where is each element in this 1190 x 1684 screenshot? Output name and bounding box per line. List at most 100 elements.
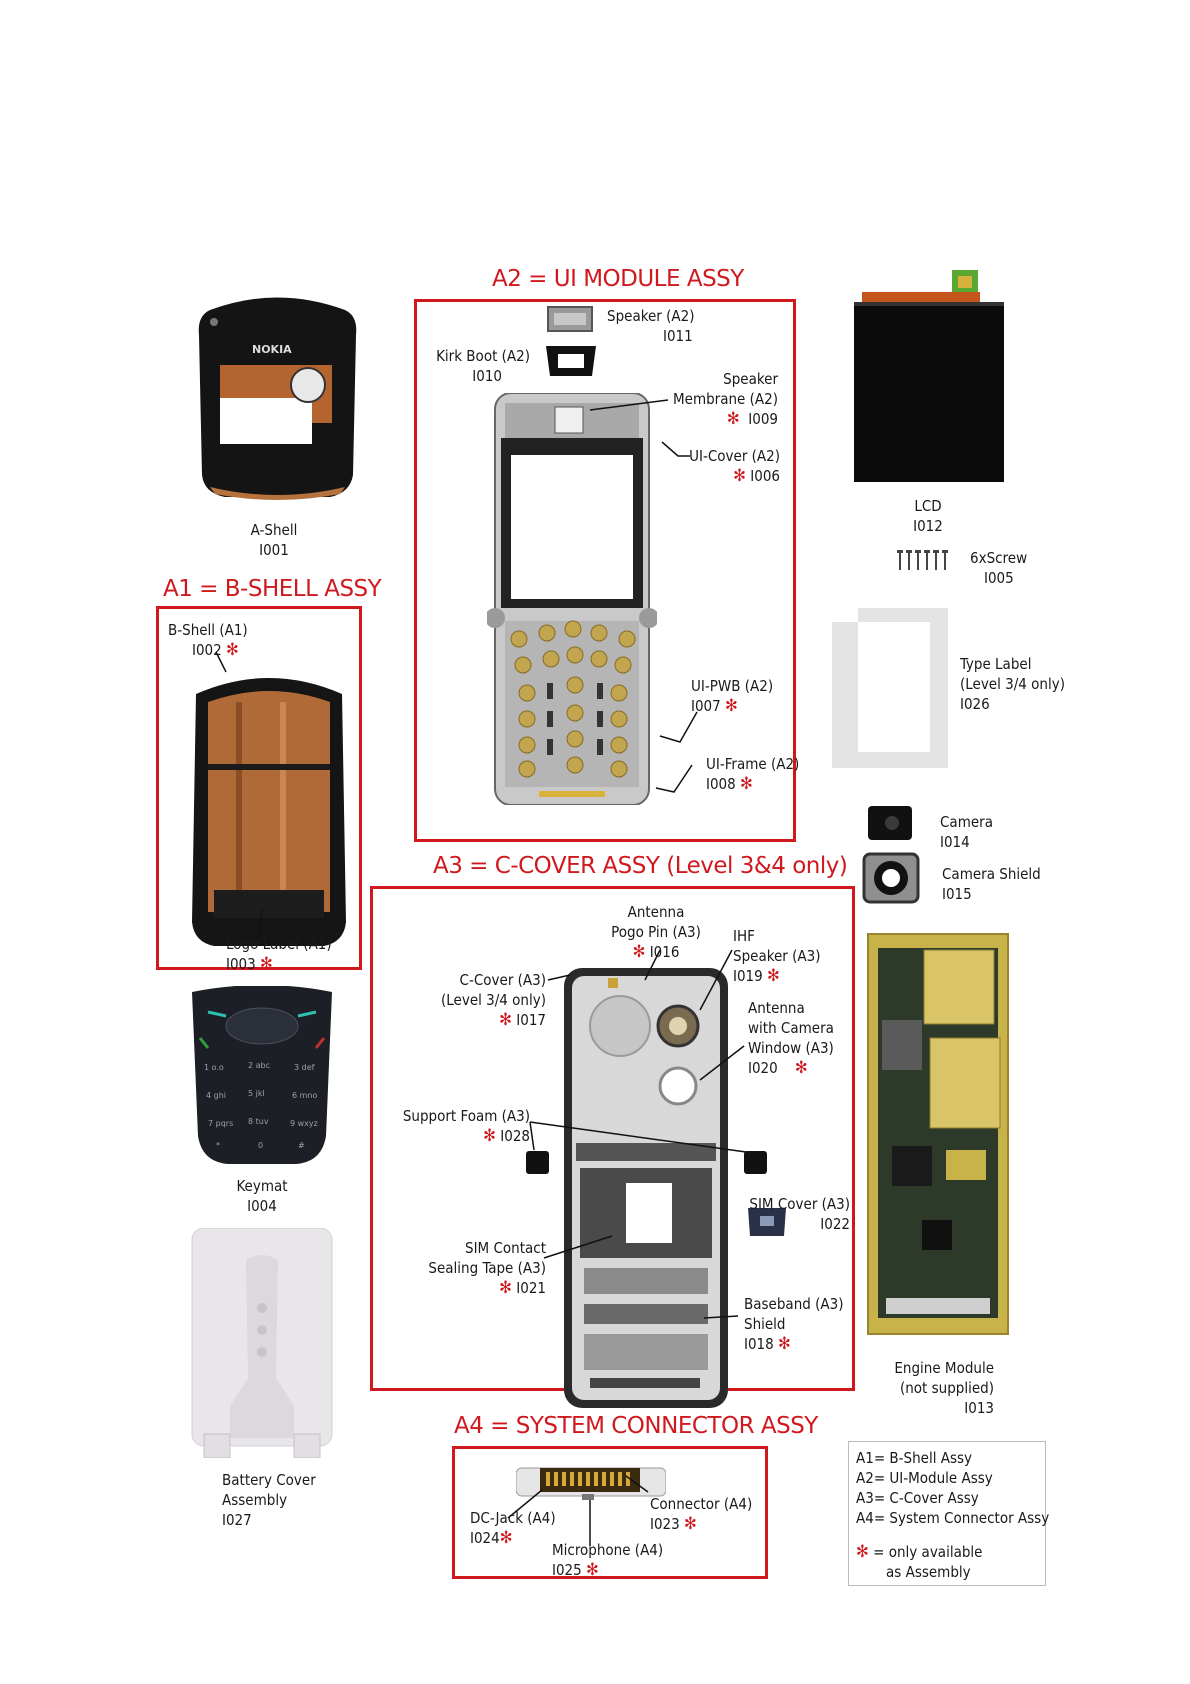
part-code: I015 — [942, 885, 972, 903]
label-engine: Engine Module (not supplied) I013 — [880, 1358, 994, 1418]
part-name-1: C-Cover (A3) — [459, 971, 546, 989]
label-ui-cover: UI-Cover (A2) ✻ I006 — [684, 446, 780, 486]
asterisk-icon: ✻ — [856, 1542, 869, 1562]
legend-lines: A1= B-Shell Assy A2= UI-Module Assy A3= … — [856, 1448, 1049, 1528]
label-lcd: LCD I012 — [900, 496, 956, 536]
a-shell-image: NOKIA — [198, 297, 357, 500]
title-a3: A3 = C-COVER ASSY (Level 3&4 only) — [433, 853, 848, 879]
part-name: Connector (A4) — [650, 1495, 753, 1513]
part-name-3: Window (A3) — [748, 1039, 834, 1057]
type-label-image — [832, 608, 948, 768]
label-ui-pwb: UI-PWB (A2) I007 ✻ — [691, 676, 773, 716]
asterisk-icon: ✻ — [733, 466, 746, 486]
part-code: I022 — [820, 1215, 850, 1233]
label-type-label: Type Label (Level 3/4 only) I026 — [960, 654, 1065, 714]
kirk-boot-image — [546, 346, 596, 376]
part-code: I013 — [964, 1399, 994, 1417]
part-name: Kirk Boot (A2) — [436, 347, 530, 365]
part-code: I007 — [691, 697, 721, 715]
part-code: I008 — [706, 775, 736, 793]
asterisk-icon: ✻ — [794, 1058, 808, 1078]
asterisk-icon: ✻ — [260, 954, 273, 974]
label-kirk-boot: Kirk Boot (A2) I010 — [430, 346, 530, 386]
asterisk-icon: ✻ — [586, 1560, 599, 1580]
part-name: UI-Frame (A2) — [706, 755, 800, 773]
frame-a2 — [414, 299, 796, 842]
part-name: Microphone (A4) — [552, 1541, 664, 1559]
part-name-2: Sealing Tape (A3) — [428, 1259, 546, 1277]
legend-line-a2: A2= UI-Module Assy — [856, 1469, 993, 1487]
part-code: I018 — [744, 1335, 774, 1353]
legend-note: ✻ = only available as Assembly — [856, 1542, 982, 1582]
part-name: Camera Shield — [942, 865, 1041, 883]
system-connector-image — [516, 1467, 666, 1500]
part-name-1: Type Label — [960, 655, 1032, 673]
label-c-cover: C-Cover (A3) (Level 3/4 only) ✻ I017 — [420, 970, 546, 1030]
label-sim-tape: SIM Contact Sealing Tape (A3) ✻ I021 — [416, 1238, 546, 1298]
asterisk-icon: ✻ — [499, 1528, 513, 1548]
part-name: Speaker (A2) — [607, 307, 695, 325]
part-code: I009 — [748, 410, 778, 428]
part-code: I002 — [192, 641, 222, 659]
part-name: DC-Jack (A4) — [470, 1509, 556, 1527]
part-code: I028 — [500, 1127, 530, 1145]
part-name: Keymat — [236, 1177, 288, 1195]
legend-line-a3: A3= C-Cover Assy — [856, 1489, 979, 1507]
camera-shield-image — [862, 852, 920, 904]
part-name-2: Assembly — [222, 1491, 288, 1509]
key-6: 6 mno — [292, 1091, 317, 1100]
part-code: I027 — [222, 1511, 252, 1529]
asterisk-icon: ✻ — [499, 1278, 512, 1298]
part-name-1: Battery Cover — [222, 1471, 316, 1489]
part-code: I017 — [516, 1011, 546, 1029]
part-name: UI-PWB (A2) — [691, 677, 774, 695]
part-code: I003 — [226, 955, 256, 973]
asterisk-icon: ✻ — [632, 942, 646, 962]
label-speaker: Speaker (A2) I011 — [607, 306, 694, 346]
part-name-2: (not supplied) — [899, 1379, 994, 1397]
camera-image — [868, 806, 912, 840]
part-name-2: Membrane (A2) — [673, 390, 778, 408]
part-name: Logo Label (A1) — [226, 935, 332, 953]
speaker-image — [547, 306, 593, 332]
label-b-shell: B-Shell (A1) I002 ✻ — [168, 620, 248, 660]
title-a2: A2 = UI MODULE ASSY — [492, 266, 744, 292]
part-name: UI-Cover (A2) — [689, 447, 780, 465]
label-keymat: Keymat I004 — [222, 1176, 302, 1216]
part-name: 6xScrew — [970, 549, 1028, 567]
label-dc-jack: DC-Jack (A4) I024✻ — [470, 1508, 556, 1548]
b-shell-image — [192, 678, 346, 946]
key-9: 9 wxyz — [290, 1119, 318, 1128]
key-hash: # — [298, 1141, 305, 1150]
part-name-1: SIM Contact — [465, 1239, 546, 1257]
asterisk-icon: ✻ — [778, 1334, 791, 1354]
asterisk-icon: ✻ — [499, 1010, 512, 1030]
c-cover-image — [564, 968, 728, 1408]
label-speaker-membrane: Speaker Membrane (A2) ✻ I009 — [660, 369, 778, 429]
part-name-2: Pogo Pin (A3) — [611, 923, 701, 941]
label-antenna-window: Antenna with Camera Window (A3) I020 ✻ — [748, 998, 834, 1078]
part-code: I014 — [940, 833, 970, 851]
key-2: 2 abc — [248, 1061, 270, 1070]
part-name: SIM Cover (A3) — [749, 1195, 850, 1213]
label-camera-shield: Camera Shield I015 — [942, 864, 1041, 904]
battery-cover-image — [191, 1228, 333, 1458]
part-code: I011 — [663, 327, 693, 345]
part-code: I019 — [733, 967, 763, 985]
part-name-1: Engine Module — [894, 1359, 994, 1377]
label-logo-label: Logo Label (A1) I003 ✻ — [226, 934, 332, 974]
label-camera: Camera I014 — [940, 812, 993, 852]
label-ui-frame: UI-Frame (A2) I008 ✻ — [706, 754, 799, 794]
part-code: I026 — [960, 695, 990, 713]
part-name-2: Speaker (A3) — [733, 947, 821, 965]
legend-line-a4: A4= System Connector Assy — [856, 1509, 1050, 1527]
part-name: B-Shell (A1) — [168, 621, 248, 639]
label-ihf-speaker: IHF Speaker (A3) I019 ✻ — [733, 926, 820, 986]
part-code: I004 — [247, 1197, 277, 1215]
key-5: 5 jkl — [248, 1089, 265, 1098]
frame-a4 — [452, 1446, 768, 1579]
part-name-1: Baseband (A3) — [744, 1295, 844, 1313]
ui-module-image — [487, 393, 657, 805]
label-sim-cover: SIM Cover (A3) I022 — [748, 1194, 850, 1234]
asterisk-icon: ✻ — [767, 966, 780, 986]
